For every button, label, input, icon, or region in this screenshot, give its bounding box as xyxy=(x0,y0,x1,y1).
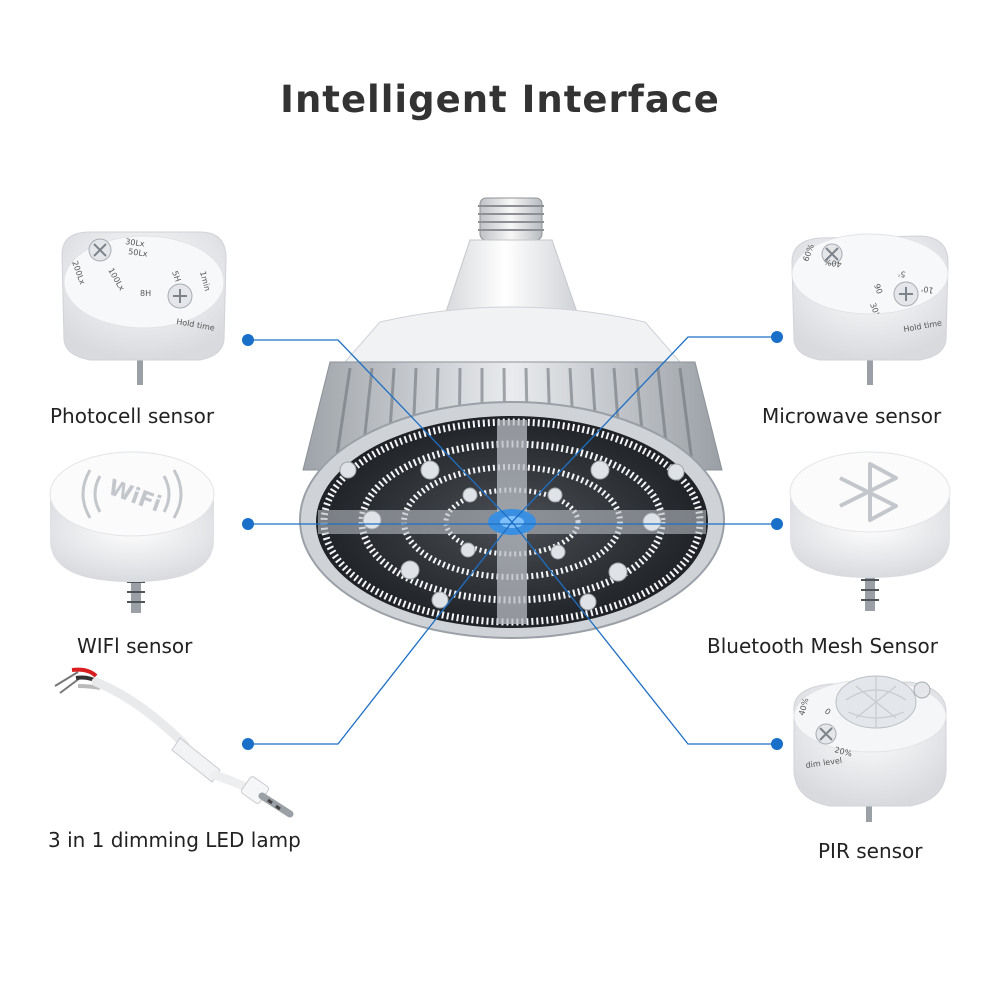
led-lamp xyxy=(299,197,725,639)
connector-dot-microwave xyxy=(771,331,783,343)
screw-base xyxy=(478,197,544,241)
connector-dot-wifi xyxy=(242,518,254,530)
microwave-dial-mark-0: 40% xyxy=(823,257,842,269)
connector-dot-photocell xyxy=(242,334,254,346)
wifi-sensor: WiFi xyxy=(49,451,215,613)
lamp-neck xyxy=(444,239,579,316)
microwave-dial-mark-3: 5' xyxy=(898,269,907,279)
page-title: Intelligent Interface xyxy=(280,78,720,121)
connector-photocell xyxy=(248,339,513,523)
pir-dial-mark-2: 0 xyxy=(823,707,833,717)
lamp-face xyxy=(299,401,725,639)
pir-sensor-label: PIR sensor xyxy=(818,839,923,863)
microwave-dial-mark-4: 30' xyxy=(868,302,881,317)
photocell-dial-mark-1: 50Lx xyxy=(128,247,149,259)
photocell-hold-mark-0: 8H xyxy=(140,289,151,298)
photocell-hold-mark-1: 5H xyxy=(170,270,182,284)
connector-dot-bluetooth xyxy=(771,518,783,530)
bluetooth-sensor-label: Bluetooth Mesh Sensor xyxy=(707,634,939,658)
bluetooth-icon xyxy=(839,462,898,522)
dimming-lamp-label: 3 in 1 dimming LED lamp xyxy=(48,828,301,852)
bluetooth-sensor xyxy=(789,451,951,611)
connector-pir xyxy=(511,521,777,745)
microwave-dial-mark-2: 10' xyxy=(921,284,935,295)
microwave-sensor-label: Microwave sensor xyxy=(762,404,942,428)
connector-lines xyxy=(248,336,777,745)
wifi-sensor-label: WIFl sensor xyxy=(77,634,193,658)
dimming-lead xyxy=(54,667,294,818)
lamp-shoulder xyxy=(343,306,682,363)
photocell-sensor: 30Lx 50Lx 100Lx 200Lx 8H 5H 1min Hold ti… xyxy=(61,231,227,385)
photocell-dial-mark-0: 30Lx xyxy=(125,237,146,249)
connector-microwave xyxy=(511,336,777,523)
pir-sensor: 40% 20% 0 dim level xyxy=(793,675,947,822)
connector-dot-pir xyxy=(771,738,783,750)
photocell-sensor-label: Photocell sensor xyxy=(50,404,215,428)
microwave-dial-mark-5: 90 xyxy=(872,283,884,296)
microwave-sensor: 40% 60% 10' 5' 30' 90 Hold time xyxy=(791,233,949,385)
connector-dot-dimming xyxy=(242,738,254,750)
connector-dimming xyxy=(248,521,513,745)
